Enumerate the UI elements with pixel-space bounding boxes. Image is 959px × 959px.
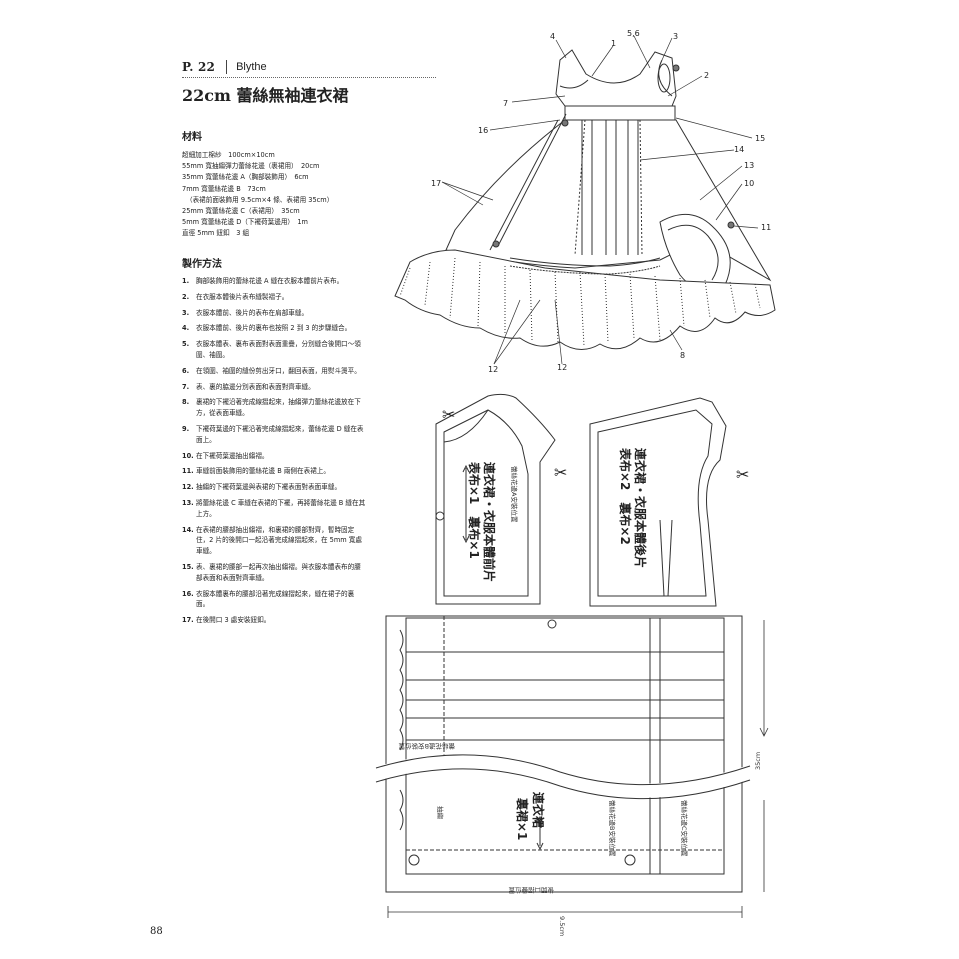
lace-c-label: 蕾絲花邊C安裝位置 xyxy=(680,800,689,857)
scissors-icon: ✂ ✂ ✂ xyxy=(442,405,749,484)
step-item: 17.在後開口 3 處安裝鈕釦。 xyxy=(182,616,271,625)
step-item: 6.在領圍、袖圍的縫份剪出牙口，翻回表面，用熨斗燙平。 xyxy=(182,366,361,375)
callout-label: 5,6 xyxy=(627,29,640,38)
materials-heading: 材料 xyxy=(182,132,202,143)
step-item: 5.衣服本體表、裏布表面對表面重疊，分別縫合後開口～領圍、袖圍。 xyxy=(182,340,361,359)
callout-label: 8 xyxy=(680,351,685,360)
step-item: 11.車縫前面裝飾用的蕾絲花邊 B 兩側在表裙上。 xyxy=(182,467,330,476)
step-item: 9.下襬荷葉邊的下襬沿著完成線摺起來，蕾絲花邊 D 縫在表面上。 xyxy=(182,424,364,444)
callout-label: 1 xyxy=(611,39,616,48)
svg-text:✂: ✂ xyxy=(736,465,749,484)
step-item: 2.在衣服本體後片表布縫製褶子。 xyxy=(182,292,289,301)
callout-label: 17 xyxy=(431,179,441,188)
front-piece-title: 連衣裙・衣服本體前片 xyxy=(482,462,497,582)
dimension-height: 35cm xyxy=(754,752,762,770)
svg-text:✂: ✂ xyxy=(442,405,455,424)
svg-text:✂: ✂ xyxy=(554,463,567,482)
back-piece-title: 連衣裙・衣服本體後片 xyxy=(633,448,648,568)
doll-name: Blythe xyxy=(236,61,267,73)
callout-label: 11 xyxy=(761,223,771,232)
step-item: 1.胸部裝飾用的蕾絲花邊 A 縫在衣服本體前片表布。 xyxy=(182,277,344,285)
callout-label: 14 xyxy=(734,145,744,154)
material-item: 5mm 寬蕾絲花邊 D（下襬荷葉邊用） 1m xyxy=(182,218,308,227)
material-item: 7mm 寬蕾絲花邊 B 73cm xyxy=(182,184,266,193)
step-item: 13.將蕾絲花邊 C 車縫在表裙的下襬，再將蕾絲花邊 B 縫在其上方。 xyxy=(182,498,366,518)
page-folio: 88 xyxy=(150,926,163,937)
callout-label: 12 xyxy=(488,365,498,374)
material-item: 25mm 寬蕾絲花邊 C（表裙用） 35cm xyxy=(182,207,300,216)
back-piece-cut: 表布×2 裏布×2 xyxy=(618,447,633,545)
callout-label: 13 xyxy=(744,161,754,170)
step-item: 3.衣服本體前、後片的表布在肩部車縫。 xyxy=(182,308,309,317)
callout-label: 3 xyxy=(673,32,678,41)
step-item: 12.抽縐的下襬荷葉邊與表裙的下襬表面對表面車縫。 xyxy=(182,483,342,492)
skirt-piece xyxy=(374,615,753,893)
page-header: P. 22 Blythe 22cm 蕾絲無袖連衣裙 xyxy=(182,58,436,105)
lace-b-label: 蕾絲花邊B安裝位置 xyxy=(608,800,617,857)
callout-label: 16 xyxy=(478,126,488,135)
header-divider xyxy=(226,60,228,74)
step-item: 14.在表裙的腰部抽出縐褶，和裏裙的腰部對齊，暫時固定住，2 片的後開口一起沿著… xyxy=(182,525,362,556)
fold-label: 後開口摺疊位置 xyxy=(508,886,554,895)
callout-label: 2 xyxy=(704,71,709,80)
materials-list: 超細加工棉紗 100cm×10cm 55mm 寬抽縐彈力蕾絲花邊（裹裙用） 20… xyxy=(182,150,333,240)
material-item: （表裙前面裝飾用 9.5cm×4 條、表裙用 35cm） xyxy=(186,195,334,204)
callout-label: 7 xyxy=(503,99,508,108)
material-item: 55mm 寬抽縐彈力蕾絲花邊（裹裙用） 20cm xyxy=(182,162,320,171)
material-item: 35mm 寬蕾絲花邊 A（胸部裝飾用） 6cm xyxy=(182,173,309,182)
step-item: 10.在下襬荷葉邊抽出縐褶。 xyxy=(182,451,269,460)
step-item: 15.表、裏裙的腰部一起再次抽出縐褶。與衣服本體表布的腰部表面和表面對齊車縫。 xyxy=(182,562,361,582)
page-number: P. 22 xyxy=(182,60,216,74)
skirt-title: 連衣裙 xyxy=(531,792,546,828)
dotted-rule xyxy=(182,77,436,78)
callout-label: 15 xyxy=(755,134,765,143)
method-steps: 1.胸部裝飾用的蕾絲花邊 A 縫在衣服本體前片表布。 2.在衣服本體後片表布縫製… xyxy=(182,276,367,631)
callout-label: 4 xyxy=(550,32,555,41)
callout-label: 12 xyxy=(557,363,567,372)
dimension-width: 9.5cm xyxy=(558,916,566,936)
material-item: 直徑 5mm 鈕釦 3 組 xyxy=(182,229,250,238)
callout-label: 10 xyxy=(744,179,754,188)
material-item: 超細加工棉紗 100cm×10cm xyxy=(182,151,275,159)
method-heading: 製作方法 xyxy=(182,259,222,270)
callout-numbers: 4 1 5,6 3 2 7 16 15 14 13 10 11 17 12 12… xyxy=(431,29,771,374)
front-lace-note: 蕾絲花邊A安裝位置 xyxy=(510,466,519,523)
dimension-lines xyxy=(387,620,769,918)
step-item: 7.表、裏的脇邊分別表面和表面對齊車縫。 xyxy=(182,382,315,391)
lace-b-top-label: 蕾絲花邊B安裝位置 xyxy=(398,742,455,751)
page-title: 22cm 蕾絲無袖連衣裙 xyxy=(182,86,349,105)
step-item: 16.衣服本體裏布的腰部沿著完成線摺起來，縫在裙子的裏面。 xyxy=(182,589,355,609)
step-item: 4.衣服本體前、後片的裏布也按照 2 到 3 的步驟縫合。 xyxy=(182,324,352,333)
front-piece-cut: 表布×1 裏布×1 xyxy=(467,461,482,559)
skirt-cut: 裏裙×1 xyxy=(515,797,530,840)
gather-label: 抽縐 xyxy=(436,806,445,820)
step-item: 8.裏裙的下襬沿著完成線摺起來，抽縐彈力蕾絲花邊放在下方，從表面車縫。 xyxy=(182,398,361,418)
front-bodice-piece xyxy=(435,393,556,605)
back-bodice-piece xyxy=(589,397,727,607)
